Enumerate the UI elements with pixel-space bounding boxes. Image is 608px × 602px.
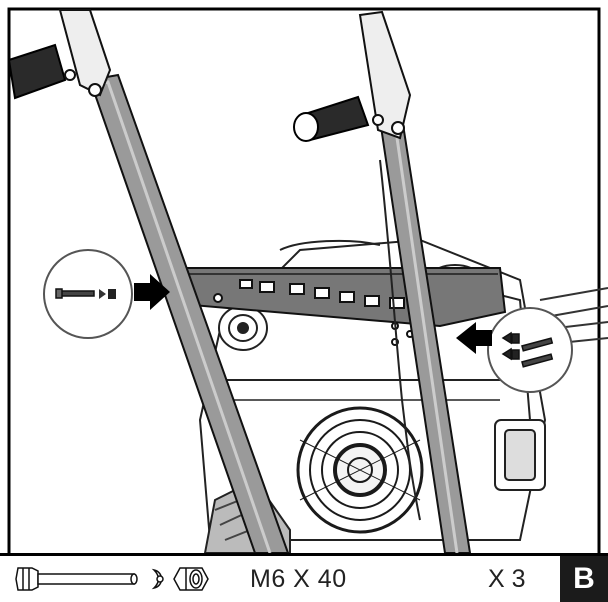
bolt-icon	[15, 567, 138, 591]
step-badge: B	[560, 556, 608, 602]
bolt-icon	[55, 288, 95, 299]
right-hardware-callout	[487, 307, 573, 393]
arrow-icon	[456, 322, 492, 354]
control-cable	[379, 159, 421, 521]
fastener-spec: M6 X 40	[250, 565, 347, 593]
left-handle	[7, 9, 290, 553]
fastener-quantity: X 3	[488, 565, 526, 593]
arrow-icon	[134, 274, 170, 310]
hardware-icons	[15, 567, 209, 591]
right-handle	[293, 10, 472, 553]
left-hardware-callout	[43, 249, 133, 339]
recoil-starter	[296, 406, 424, 534]
nut-icon	[108, 289, 116, 299]
choke-knob	[218, 305, 268, 351]
snowblower-handle-illustration	[7, 7, 608, 553]
hardware-footer: M6 X 40 X 3 B	[0, 553, 608, 602]
nut-icon	[173, 567, 209, 591]
lock-washer-icon	[99, 289, 106, 299]
lock-washer-icon	[151, 568, 164, 590]
